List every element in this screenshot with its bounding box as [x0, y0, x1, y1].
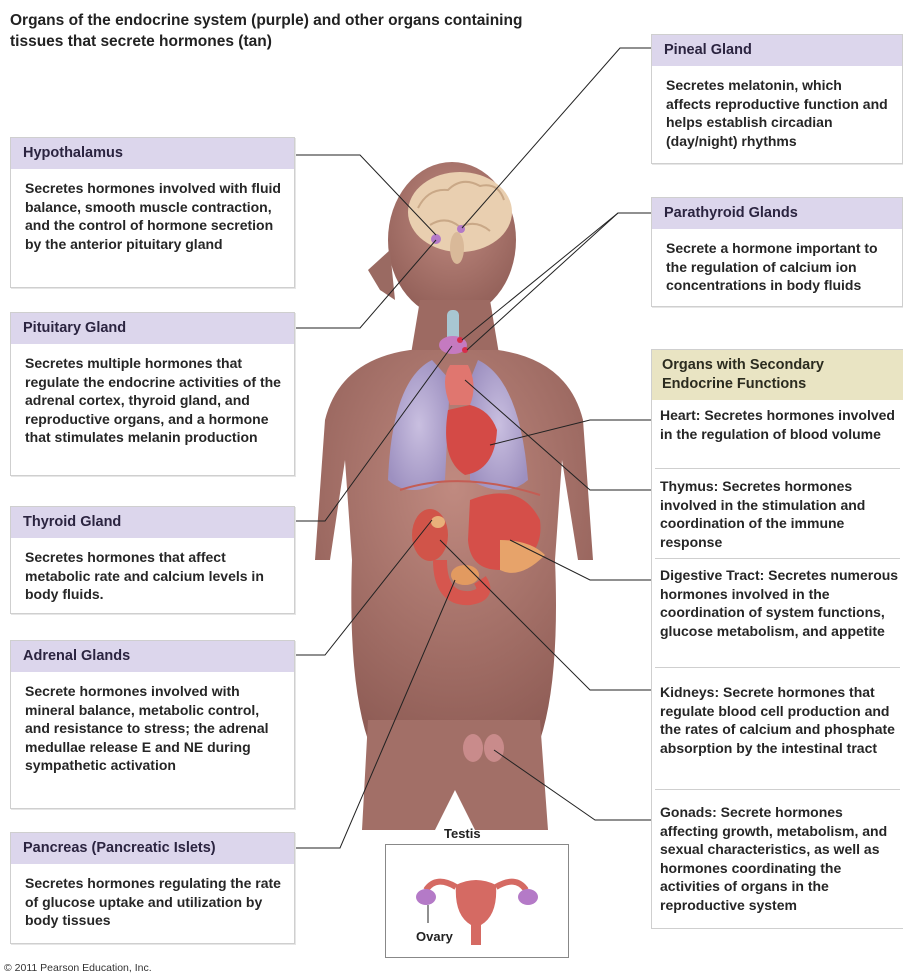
parathyroid-text: Secrete a hormone important to the regul… — [652, 229, 902, 301]
copyright-notice: © 2011 Pearson Education, Inc. — [4, 962, 152, 974]
divider — [655, 789, 900, 790]
testis-label: Testis — [444, 826, 481, 841]
uterus-illustration — [386, 845, 568, 957]
pancreas-text: Secretes hormones regulating the rate of… — [11, 864, 294, 936]
divider — [655, 558, 900, 559]
hypothalamus-title: Hypothalamus — [11, 138, 294, 169]
secondary-thymus: Thymus: Secretes hormones involved in th… — [660, 477, 900, 551]
pituitary-title: Pituitary Gland — [11, 313, 294, 344]
thyroid-box: Thyroid Gland Secretes hormones that aff… — [10, 506, 295, 614]
thyroid-text: Secretes hormones that affect metabolic … — [11, 538, 294, 610]
adrenal-title: Adrenal Glands — [11, 641, 294, 672]
pineal-box: Pineal Gland Secretes melatonin, which a… — [651, 34, 903, 164]
secondary-heart: Heart: Secretes hormones involved in the… — [660, 406, 900, 443]
divider — [655, 667, 900, 668]
thyroid-title: Thyroid Gland — [11, 507, 294, 538]
secondary-title: Organs with Secondary Endocrine Function… — [652, 350, 903, 400]
pituitary-text: Secretes multiple hormones that regulate… — [11, 344, 294, 453]
parathyroid-title: Parathyroid Glands — [652, 198, 902, 229]
pituitary-box: Pituitary Gland Secretes multiple hormon… — [10, 312, 295, 476]
ovary-label: Ovary — [416, 929, 453, 944]
pancreas-title: Pancreas (Pancreatic Islets) — [11, 833, 294, 864]
secondary-digestive: Digestive Tract: Secretes numerous hormo… — [660, 566, 900, 640]
pineal-text: Secretes melatonin, which affects reprod… — [652, 66, 902, 156]
adrenal-text: Secrete hormones involved with mineral b… — [11, 672, 294, 781]
pancreas-box: Pancreas (Pancreatic Islets) Secretes ho… — [10, 832, 295, 944]
divider — [655, 468, 900, 469]
ovary-inset: Ovary — [385, 844, 569, 958]
secondary-kidneys: Kidneys: Secrete hormones that regulate … — [660, 683, 900, 757]
adrenal-box: Adrenal Glands Secrete hormones involved… — [10, 640, 295, 809]
pineal-title: Pineal Gland — [652, 35, 902, 66]
hypothalamus-text: Secretes hormones involved with fluid ba… — [11, 169, 294, 259]
hypothalamus-box: Hypothalamus Secretes hormones involved … — [10, 137, 295, 288]
secondary-gonads: Gonads: Secrete hormones affecting growt… — [660, 803, 900, 914]
parathyroid-box: Parathyroid Glands Secrete a hormone imp… — [651, 197, 903, 307]
